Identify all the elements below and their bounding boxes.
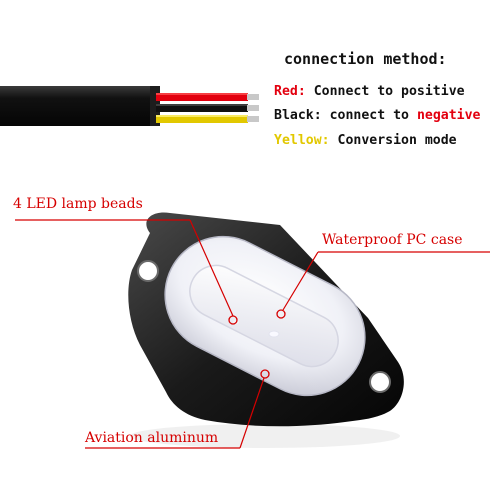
- mounting-hole-left: [138, 261, 158, 281]
- lamp-shadow: [130, 424, 400, 448]
- red-wire-tip: [247, 94, 259, 100]
- mounting-hole-right-ring: [369, 371, 391, 393]
- legend-yellow-row: Yellow: Conversion mode: [274, 133, 457, 148]
- legend-yellow-desc: Conversion mode: [337, 133, 457, 148]
- cable-end: [150, 86, 160, 126]
- callout-leader-case: [282, 251, 319, 311]
- connection-title: connection method:: [284, 50, 447, 68]
- mounting-hole-right: [370, 372, 390, 392]
- callout-lines: [15, 219, 490, 449]
- black-wire: [156, 104, 248, 112]
- led-lamp: [128, 212, 404, 448]
- legend-black-name: Black:: [274, 108, 322, 123]
- lens-inner: [189, 264, 339, 368]
- legend-red-name: Red:: [274, 84, 306, 99]
- legend-yellow-name: Yellow:: [274, 133, 330, 148]
- mounting-hole-left-ring: [137, 260, 159, 282]
- callout-marker-case: [276, 309, 286, 319]
- legend-red-desc: Connect to positive: [313, 84, 465, 99]
- legend-black-desc: connect to: [329, 108, 417, 123]
- cable-sheath: [0, 86, 160, 126]
- legend-black-row: Black: connect to negative: [274, 108, 480, 123]
- led-bead: [268, 330, 280, 338]
- legend-black-emphasis: negative: [416, 108, 481, 123]
- callout-marker-aluminum: [260, 369, 270, 379]
- black-wire-highlight: [156, 104, 248, 106]
- yellow-wire-highlight: [156, 115, 248, 117]
- red-wire-highlight: [156, 93, 248, 95]
- callout-label-aluminum: Aviation aluminum: [85, 430, 219, 446]
- callout-marker-led: [228, 315, 238, 325]
- callout-leader-led: [189, 219, 234, 317]
- callout-leader-aluminum: [239, 377, 265, 449]
- cable: [0, 86, 259, 126]
- callout-label-led: 4 LED lamp beads: [13, 196, 143, 212]
- yellow-wire-tip: [247, 116, 259, 122]
- legend-red-row: Red: Connect to positive: [274, 84, 465, 99]
- yellow-wire: [156, 115, 248, 123]
- black-wire-tip: [247, 105, 259, 111]
- red-wire: [156, 93, 248, 101]
- callout-label-case: Waterproof PC case: [322, 232, 463, 248]
